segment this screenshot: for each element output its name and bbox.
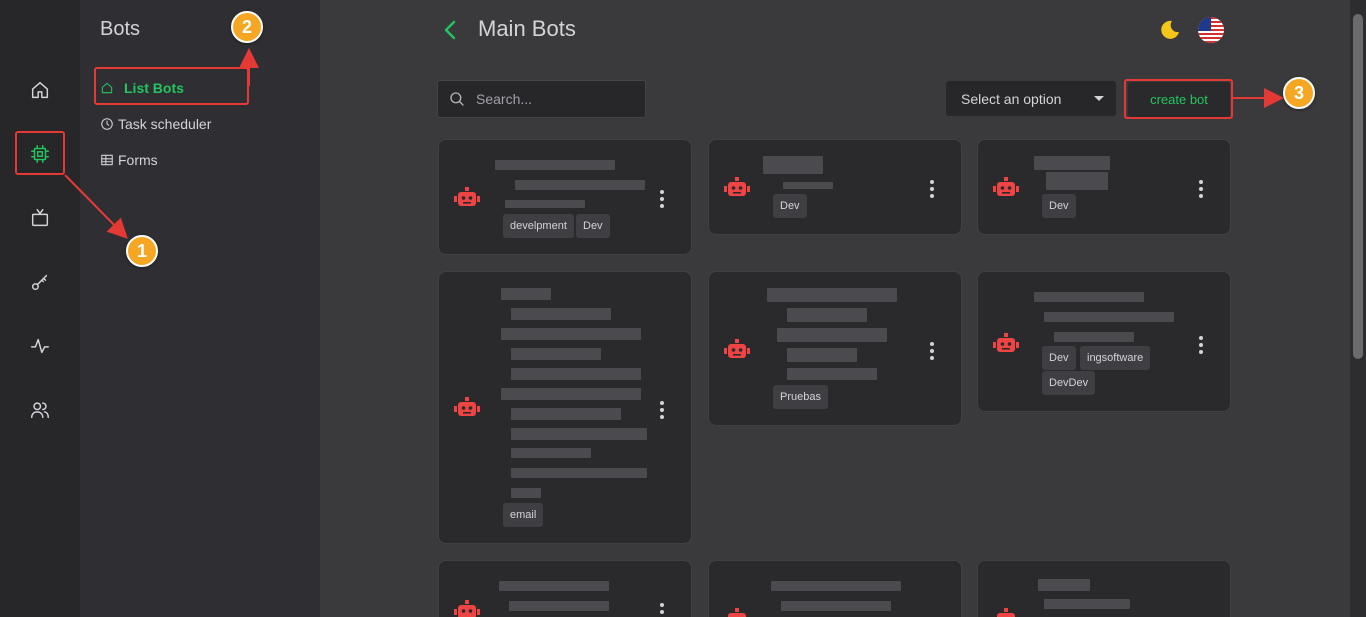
subnav-item-label: Task scheduler [118, 116, 212, 132]
scrollbar[interactable] [1350, 0, 1366, 617]
robot-icon [993, 333, 1019, 352]
select-value: Select an option [961, 90, 1062, 107]
robot-icon [724, 177, 750, 196]
highlight-box-bots [15, 131, 65, 175]
more-vertical-icon[interactable] [929, 180, 935, 198]
tag: Dev [1042, 194, 1076, 218]
create-bot-button[interactable]: create bot [1128, 82, 1230, 117]
annotation-badge-3: 3 [1283, 77, 1315, 109]
search-icon [450, 92, 464, 106]
more-vertical-icon[interactable] [1198, 180, 1204, 198]
bot-card[interactable]: email [438, 271, 692, 544]
robot-icon [724, 339, 750, 358]
bot-card[interactable]: Dev [977, 139, 1231, 235]
tag: Pruebas [773, 385, 828, 409]
annotation-badge-2: 2 [231, 11, 263, 43]
tag: Dev [1042, 346, 1076, 370]
tag: develpment [503, 214, 574, 238]
bot-card[interactable]: develpment Dev [438, 139, 692, 255]
bot-card[interactable] [708, 560, 962, 617]
option-select[interactable]: Select an option [946, 81, 1116, 116]
home-icon[interactable] [16, 68, 64, 112]
moon-icon[interactable] [1157, 18, 1181, 42]
subnav-item-label: List Bots [124, 80, 184, 96]
subnav-item-forms[interactable]: Forms [100, 152, 158, 168]
tv-icon[interactable] [16, 196, 64, 240]
tag: ingsoftware [1080, 346, 1151, 370]
bot-card[interactable]: Pruebas [708, 271, 962, 426]
caret-down-icon [1094, 96, 1104, 101]
bot-card[interactable]: Dev [708, 139, 962, 235]
tag: DevDev [1042, 371, 1096, 395]
robot-icon [454, 397, 480, 416]
subnav-item-task-scheduler[interactable]: Task scheduler [100, 116, 211, 132]
clock-icon [101, 118, 113, 130]
key-icon[interactable] [16, 260, 64, 304]
search-input[interactable] [476, 91, 626, 107]
bots-chip-icon[interactable] [16, 132, 64, 176]
robot-icon [454, 600, 480, 617]
robot-icon [728, 608, 746, 617]
more-vertical-icon[interactable] [659, 401, 665, 419]
more-vertical-icon[interactable] [929, 342, 935, 360]
highlight-box-create-bot [1124, 79, 1233, 119]
scroll-thumb[interactable] [1353, 14, 1363, 359]
icon-rail [0, 0, 80, 617]
highlight-box-list-bots [94, 67, 249, 105]
more-vertical-icon[interactable] [659, 603, 665, 617]
subnav-item-label: Forms [118, 152, 158, 168]
page-title: Main Bots [478, 16, 576, 41]
robot-icon [454, 187, 480, 206]
bot-card[interactable] [438, 560, 692, 617]
robot-icon [997, 608, 1015, 617]
users-icon[interactable] [16, 388, 64, 432]
home-icon [101, 82, 113, 94]
bot-card[interactable] [977, 560, 1231, 617]
activity-icon[interactable] [16, 324, 64, 368]
search-box [437, 80, 646, 118]
more-vertical-icon[interactable] [659, 190, 665, 208]
table-icon [101, 154, 113, 166]
sub-navigation: Bots List Bots Task scheduler Forms [80, 0, 320, 617]
more-vertical-icon[interactable] [1198, 336, 1204, 354]
us-flag-icon[interactable] [1198, 17, 1224, 43]
subnav-item-list-bots[interactable]: List Bots [100, 80, 184, 96]
bot-card[interactable]: Dev ingsoftware DevDev [977, 271, 1231, 412]
annotation-badge-1: 1 [126, 235, 158, 267]
subnav-title: Bots [100, 18, 141, 40]
tag: Dev [576, 214, 610, 238]
robot-icon [993, 177, 1019, 196]
back-chevron-icon[interactable] [440, 18, 460, 42]
tag: email [503, 503, 544, 527]
tag: Dev [773, 194, 807, 218]
